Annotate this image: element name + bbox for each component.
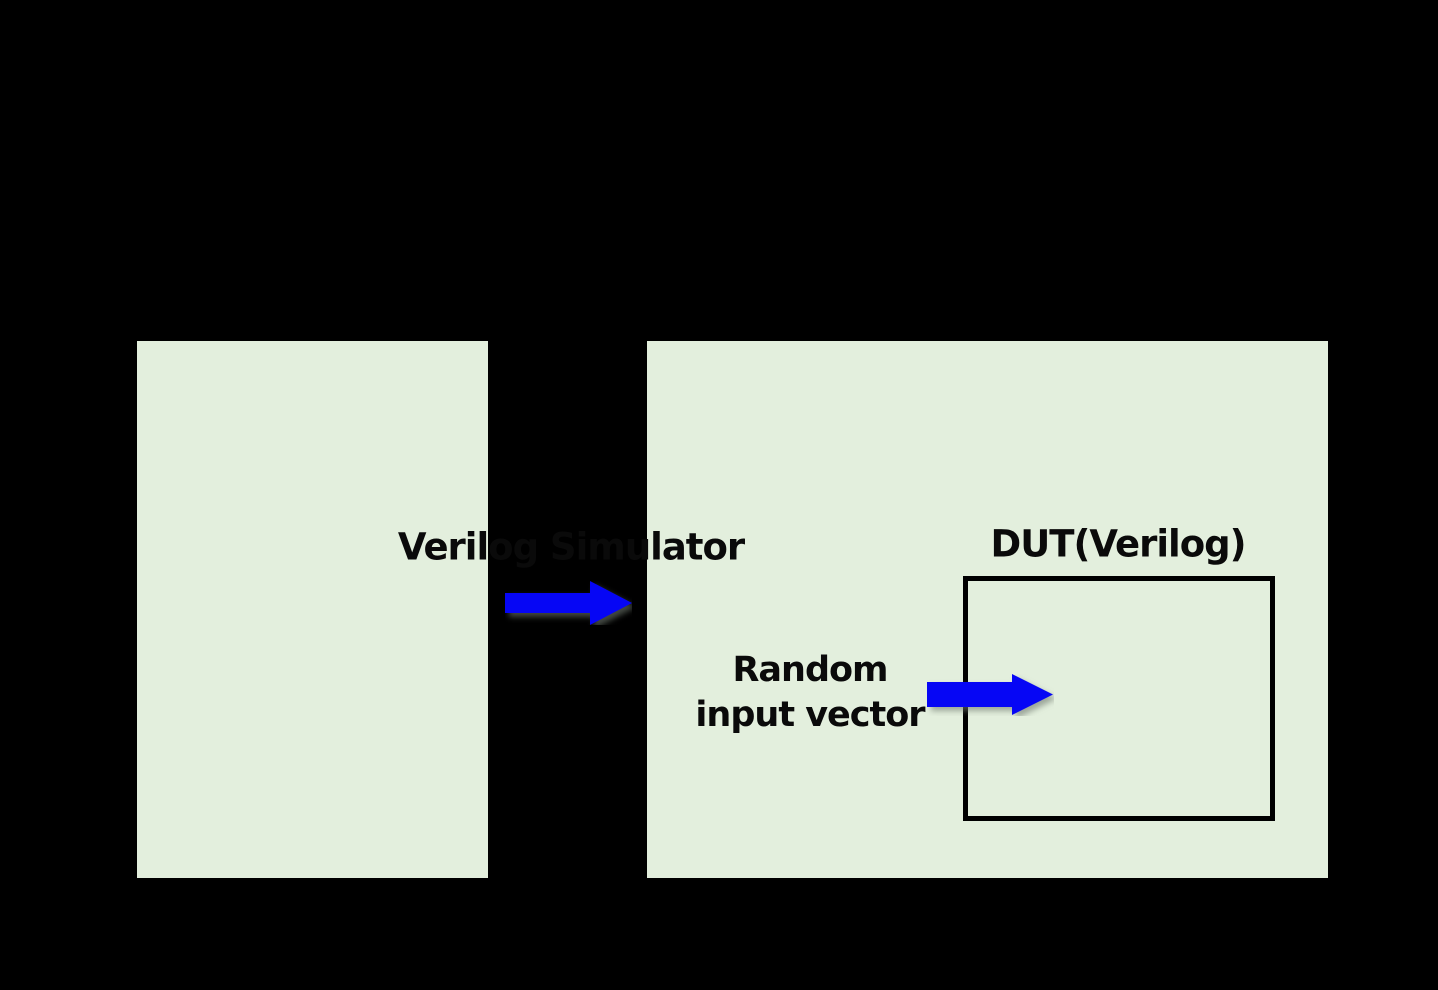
random-input-label: Random input vector: [695, 648, 925, 738]
right-arrow-icon: [505, 581, 632, 625]
right-arrow-icon: [927, 674, 1053, 715]
simulator-flow-arrow: [505, 581, 632, 629]
left-panel: [137, 341, 488, 878]
random-input-label-line2: input vector: [695, 695, 925, 735]
random-input-label-line1: Random: [732, 650, 888, 690]
verilog-simulator-label: Verilog Simulator: [397, 525, 745, 569]
dut-label: DUT(Verilog): [990, 522, 1246, 566]
right-panel: [647, 341, 1328, 878]
input-vector-flow-arrow: [927, 674, 1054, 720]
